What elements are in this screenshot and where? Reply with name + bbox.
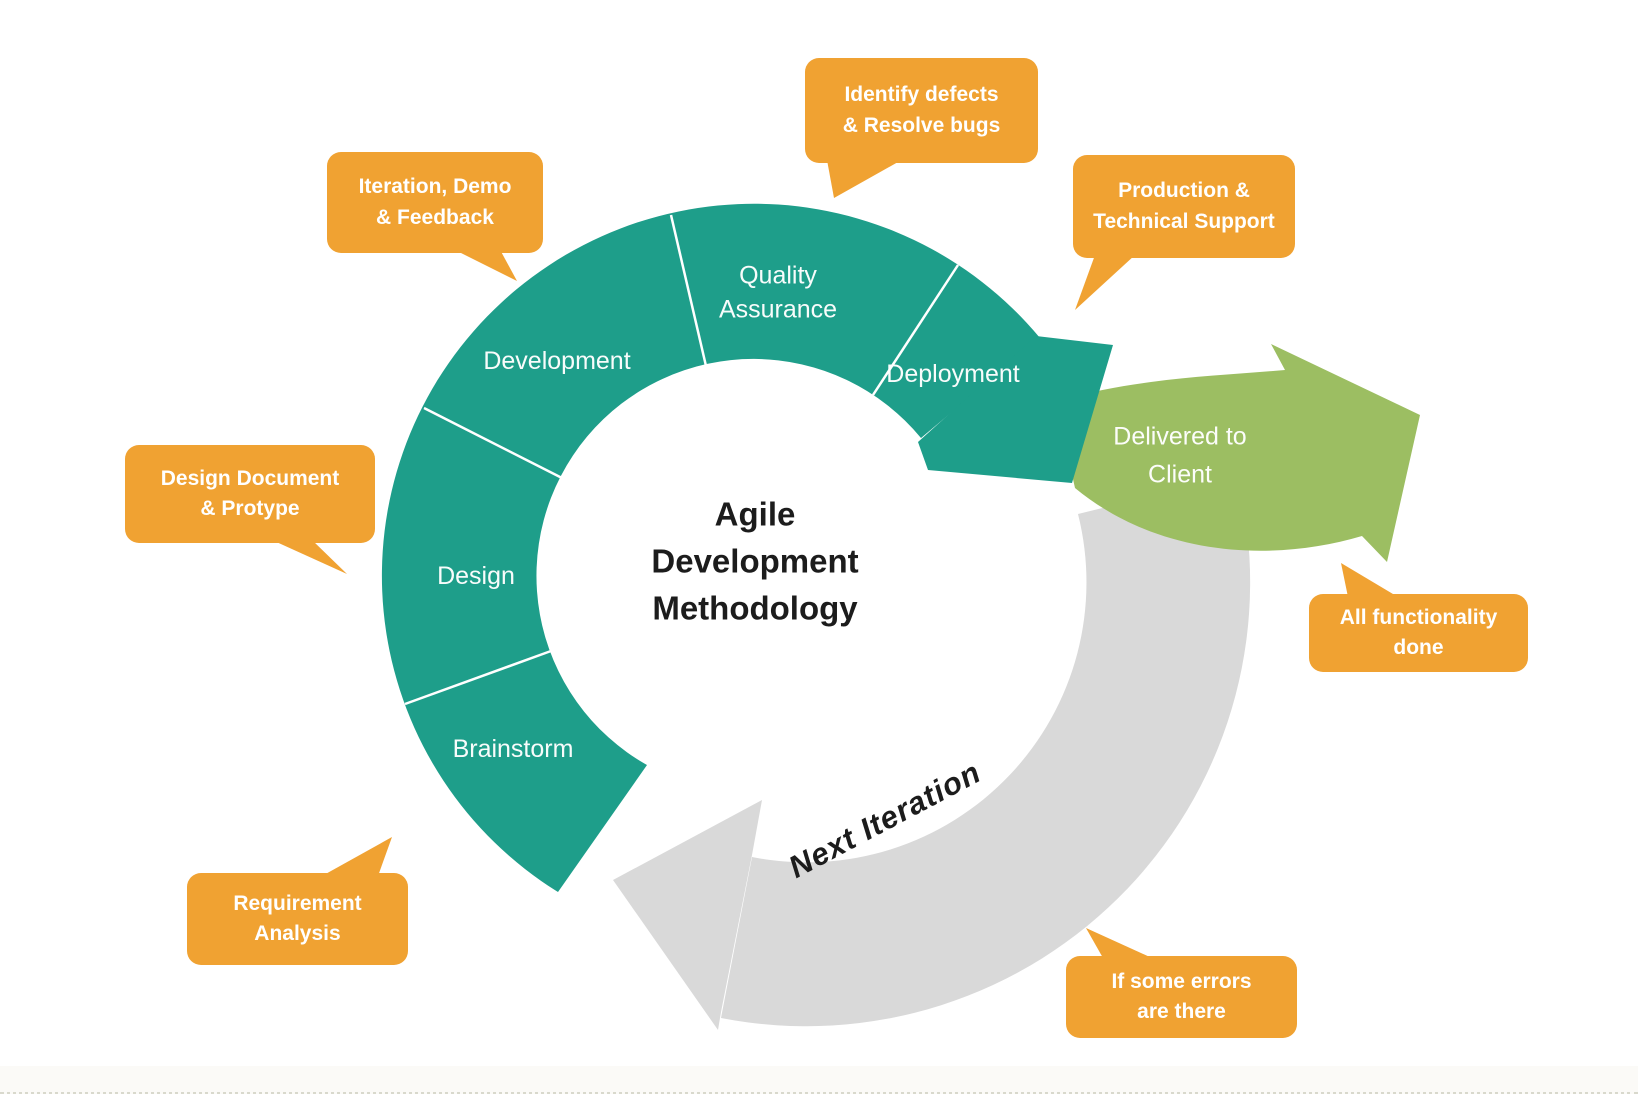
callout-if-errors-line1: If some errors — [1111, 969, 1252, 993]
callout-iteration-demo-line2: & Feedback — [376, 205, 494, 229]
callout-identify-defects-line1: Identify defects — [844, 83, 999, 107]
callout-identify-defects: Identify defects & Resolve bugs — [805, 58, 1038, 163]
callout-iteration-demo-line1: Iteration, Demo — [358, 175, 512, 199]
callout-tail-if-errors — [1086, 928, 1152, 958]
callout-identify-defects-line2: & Resolve bugs — [842, 113, 1001, 137]
callout-tail-iteration-demo — [447, 246, 517, 281]
segment-label-brainstorm: Brainstorm — [452, 735, 574, 764]
divider-design-development — [423, 406, 563, 480]
next-iteration-arrowhead — [613, 800, 762, 1030]
callout-tail-design-document — [272, 540, 347, 574]
qa-label-line1: Quality — [739, 261, 817, 290]
qa-label-line2: Assurance — [718, 295, 838, 323]
delivered-line1: Delivered to — [1113, 422, 1247, 451]
callout-requirement-analysis: Requirement Analysis — [187, 873, 408, 965]
callout-tail-requirement-analysis — [322, 837, 392, 876]
diagram-title: Agile Development Methodology — [651, 492, 858, 633]
callout-tail-all-functionality — [1341, 563, 1398, 597]
divider-brainstorm-design — [404, 649, 552, 706]
callout-design-document: Design Document & Protype — [125, 445, 375, 543]
callout-requirement-analysis-line2: Analysis — [254, 922, 341, 945]
delivered-arrow — [1060, 344, 1420, 562]
callout-production-support: Production & Technical Support — [1073, 155, 1295, 258]
divider-development-qa — [669, 214, 708, 367]
callout-all-functionality-line2: done — [1393, 636, 1444, 659]
callout-all-functionality-line1: All functionality — [1339, 605, 1498, 629]
callout-iteration-demo: Iteration, Demo & Feedback — [327, 152, 543, 253]
divider-qa-deployment — [871, 264, 960, 396]
title-line3: Methodology — [652, 589, 858, 627]
next-iteration-arrow-band — [721, 475, 1251, 1027]
callout-if-errors-line2: are there — [1137, 1000, 1226, 1023]
callout-design-document-line1: Design Document — [160, 466, 340, 490]
process-ring — [381, 203, 1040, 892]
callout-tail-identify-defects — [827, 160, 898, 198]
delivered-to-client-label: Delivered to Client — [1113, 419, 1246, 494]
title-line2: Development — [651, 542, 859, 580]
callout-production-support-line1: Production & — [1118, 179, 1250, 203]
callout-requirement-analysis-line1: Requirement — [233, 891, 362, 915]
segment-label-quality-assurance: Quality Assurance — [719, 259, 837, 327]
callout-production-support-line2: Technical Support — [1093, 209, 1275, 233]
segment-label-design: Design — [437, 562, 515, 591]
bottom-dotted-rule — [0, 1066, 1638, 1094]
title-line1: Agile — [714, 495, 796, 533]
segment-label-deployment: Deployment — [886, 360, 1020, 389]
callout-design-document-line2: & Protype — [200, 497, 300, 520]
callout-tail-production-support — [1075, 255, 1135, 310]
delivered-line2: Client — [1148, 460, 1212, 488]
segment-label-development: Development — [483, 347, 631, 376]
callout-all-functionality: All functionality done — [1309, 594, 1528, 672]
process-ring-arrowhead — [918, 336, 1113, 483]
callout-if-errors: If some errors are there — [1066, 956, 1297, 1038]
